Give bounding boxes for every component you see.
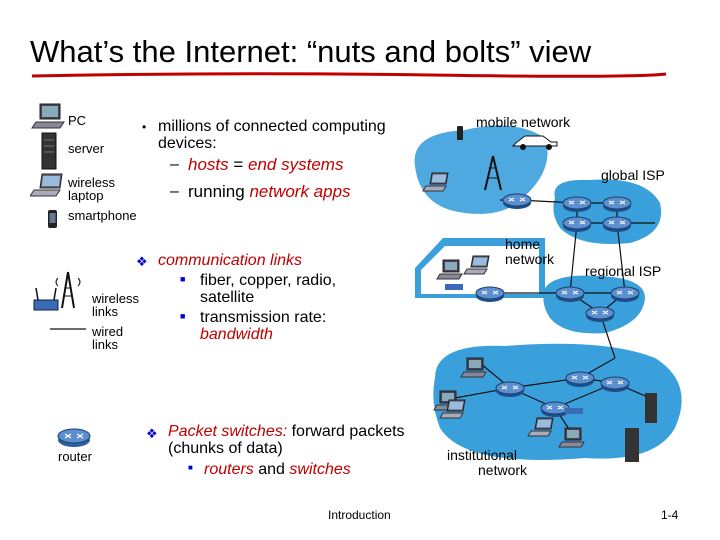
access-point-icon (33, 287, 59, 311)
b1-sub2: running network apps (188, 183, 351, 201)
b1-line1: millions of connected computing (158, 118, 386, 135)
legend-wireless-links-1: wireless (92, 291, 139, 306)
footer-center: Introduction (328, 508, 391, 522)
b1-sub2-network-apps: network apps (249, 182, 351, 201)
b3-line2: (chunks of data) (168, 440, 283, 457)
wireless-laptop-icon (30, 173, 63, 197)
b1-sub2-running: running (188, 182, 250, 201)
b3-and: and (253, 461, 290, 478)
legend-wired-links-1: wired (92, 324, 124, 339)
smartphone-icon (48, 210, 57, 228)
cell-tower-icon (484, 155, 502, 191)
label-inst-1: institutional (447, 447, 518, 463)
links-icons (33, 271, 86, 330)
global-isp-cloud (553, 179, 662, 244)
label-mobile-network: mobile network (476, 114, 571, 130)
b3-packet-switches: Packet switches: (168, 423, 288, 440)
b3-sub: routers and switches (204, 461, 351, 479)
network-diagram (414, 125, 682, 462)
legend-wireless-links-2: links (92, 304, 119, 319)
diamond-bullet-icon: ❖ (146, 426, 158, 441)
label-global-isp: global ISP (601, 167, 665, 183)
square-bullet-icon: ■ (188, 463, 193, 472)
bullet-dot: • (142, 120, 147, 134)
b3-forward-packets: forward packets (287, 423, 405, 440)
device-icons (30, 103, 65, 228)
b3-line1: Packet switches: forward packets (168, 423, 405, 441)
b3-routers: routers (204, 461, 254, 478)
pc-icon (31, 103, 65, 129)
square-bullet-icon: ■ (180, 311, 186, 321)
label-home-2: network (505, 251, 555, 267)
title-underline (31, 72, 667, 78)
legend-router: router (58, 449, 92, 464)
mobile-network-cloud (414, 125, 548, 214)
b1-line2: devices: (158, 135, 217, 152)
server-icon (41, 132, 57, 170)
b2-sub2-line1: transmission rate: (200, 309, 327, 326)
diamond-bullet-icon: ❖ (136, 254, 148, 269)
b1-sub1-hosts: hosts (188, 155, 229, 174)
b2-sub1-line2: satellite (200, 289, 255, 306)
label-inst-2: network (478, 462, 528, 478)
b1-sub1-eq: = (228, 155, 249, 174)
legend-wireless-laptop-2: laptop (68, 188, 104, 203)
label-regional-isp: regional ISP (585, 263, 662, 279)
b3-switches: switches (289, 461, 351, 478)
b2-sub1-line1: fiber, copper, radio, (200, 272, 337, 289)
square-bullet-icon: ■ (180, 274, 186, 284)
b1-sub1: hosts = end systems (188, 156, 343, 174)
slide-title: What’s the Internet: “nuts and bolts” vi… (30, 34, 592, 69)
b1-sub1-end-systems: end systems (248, 155, 344, 174)
legend-wired-links-2: links (92, 337, 119, 352)
legend-pc: PC (68, 113, 87, 128)
b2-sub2-line2: bandwidth (200, 326, 273, 343)
b1-sub2-dash: – (170, 183, 179, 200)
regional-isp-cloud (543, 275, 645, 334)
legend-wireless-laptop-1: wireless (68, 175, 115, 190)
footer-page-number: 1-4 (661, 508, 679, 522)
b2-head: communication links (158, 252, 303, 269)
legend-server: server (68, 141, 105, 156)
label-home-1: home (505, 236, 541, 252)
b1-sub1-dash: – (170, 156, 179, 173)
antenna-tower-icon (55, 271, 81, 309)
router-icon (57, 428, 91, 447)
legend-smartphone: smartphone (68, 208, 137, 223)
